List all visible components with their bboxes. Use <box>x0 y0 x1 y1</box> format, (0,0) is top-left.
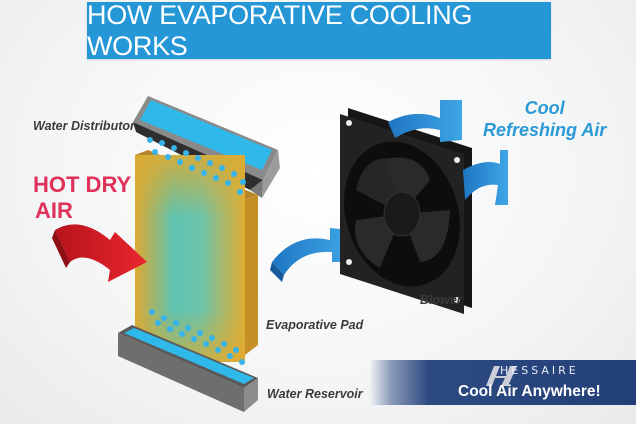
hot-air-arrow <box>52 224 147 282</box>
blower-label: Blower <box>420 293 462 307</box>
hot-dry-air-line2: AIR <box>35 198 73 223</box>
cool-air-line1: Cool <box>524 98 565 118</box>
hot-dry-air-line1: HOT DRY <box>33 172 132 197</box>
cool-air-line2: Refreshing Air <box>483 120 607 140</box>
hot-dry-air-label: HOT DRY AIR <box>33 172 131 224</box>
evaporative-pad <box>135 150 258 362</box>
blower-fan <box>340 108 472 314</box>
intake-air-arrow <box>270 228 350 282</box>
water-droplets-top <box>147 137 246 195</box>
brand-tagline: Cool Air Anywhere! <box>458 383 601 400</box>
water-reservoir-label: Water Reservoir <box>267 387 363 401</box>
cool-air-arrow-top <box>388 100 462 142</box>
water-droplets-bottom <box>149 309 245 365</box>
cool-air-arrow-bottom <box>463 150 508 205</box>
cool-refreshing-air-label: Cool Refreshing Air <box>483 97 606 141</box>
title-banner: HOW EVAPORATIVE COOLING WORKS <box>87 0 551 61</box>
brand-name: HESSAIRE <box>500 364 579 377</box>
page-title: HOW EVAPORATIVE COOLING WORKS <box>87 0 473 61</box>
water-distributor-label: Water Distributor <box>33 119 135 133</box>
evaporative-pad-label: Evaporative Pad <box>266 318 364 332</box>
water-reservoir <box>118 325 258 412</box>
